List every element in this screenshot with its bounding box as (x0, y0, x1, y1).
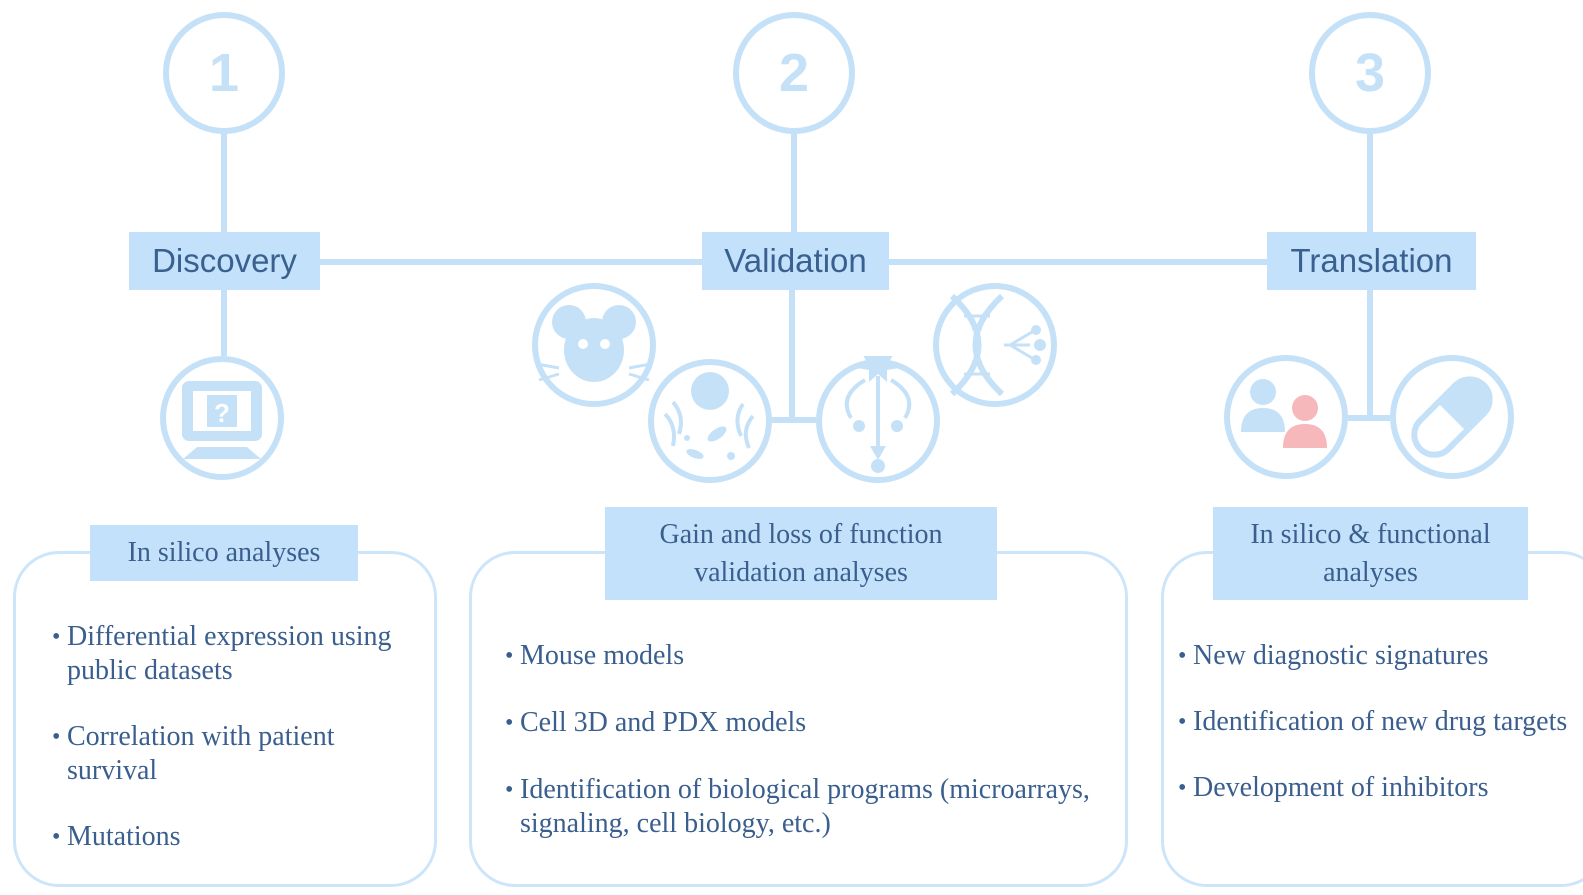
stage-3-number: 3 (1309, 12, 1431, 134)
stage-1-list: Differential expression using public dat… (52, 620, 412, 854)
list-item: Differential expression using public dat… (52, 620, 412, 688)
list-item: New diagnostic signatures (1178, 639, 1568, 673)
stage-1-title: Discovery (129, 232, 320, 290)
list-item: Development of inhibitors (1178, 771, 1568, 805)
computer-question-icon: ? (160, 356, 284, 480)
stage-2-list: Mouse models Cell 3D and PDX models Iden… (505, 639, 1095, 841)
list-item: Identification of new drug targets (1178, 705, 1568, 739)
svg-text:?: ? (214, 398, 230, 428)
stage-3-list: New diagnostic signatures Identification… (1178, 639, 1568, 805)
stage-1-number: 1 (163, 12, 285, 134)
cell-icon (648, 359, 772, 483)
mouse-icon (532, 283, 656, 407)
list-item: Mouse models (505, 639, 1095, 673)
stage-1-method: In silico analyses (90, 525, 358, 581)
stage-2-title: Validation (702, 232, 889, 290)
stage-3-method: In silico & functional analyses (1213, 507, 1528, 600)
dna-icon (933, 283, 1057, 407)
list-item: Correlation with patient survival (52, 720, 412, 788)
stage-2-method: Gain and loss of function validation ana… (605, 507, 997, 600)
list-item: Cell 3D and PDX models (505, 706, 1095, 740)
list-item: Mutations (52, 820, 412, 854)
stage-3-title: Translation (1267, 232, 1476, 290)
list-item: Identification of biological programs (m… (505, 773, 1095, 841)
signaling-pathway-icon (816, 356, 940, 483)
stage-2-number: 2 (733, 12, 855, 134)
patients-icon (1224, 355, 1348, 479)
pill-icon (1390, 355, 1514, 479)
